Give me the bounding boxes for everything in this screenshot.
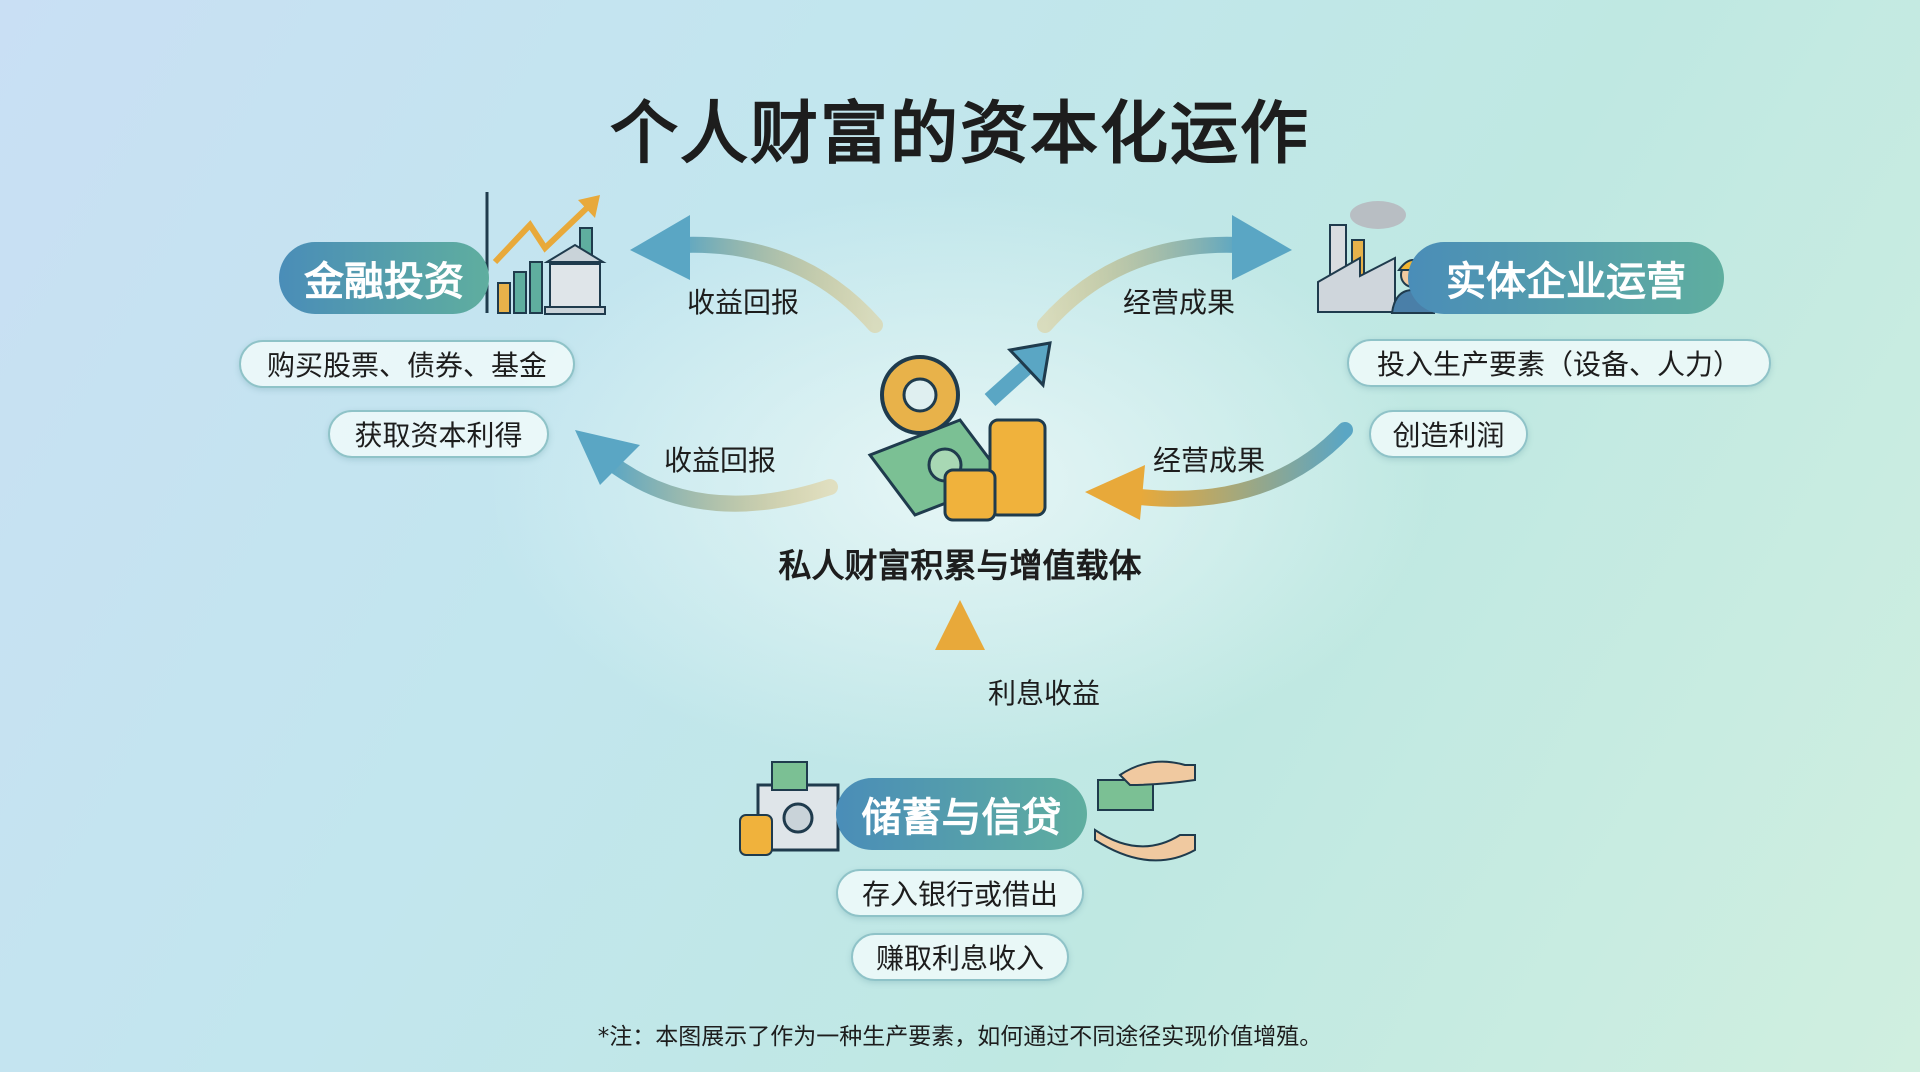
enterprise-item-profit: 创造利润 — [1369, 410, 1528, 458]
finance-item-gain: 获取资本利得 — [328, 410, 549, 458]
finance-arrow-top-label: 收益回报 — [686, 286, 800, 319]
finance-item-buy: 购买股票、债券、基金 — [239, 340, 575, 388]
savings-credit-pill: 储蓄与信贷 — [836, 778, 1087, 850]
arrow-finance-bottom — [575, 430, 838, 512]
center-label: 私人财富积累与增值载体 — [778, 546, 1142, 585]
enterprise-arrow-bottom-label: 经营成果 — [1152, 444, 1266, 477]
lending-hands-icon — [1094, 760, 1196, 862]
page-title: 个人财富的资本化运作 — [609, 95, 1310, 174]
savings-arrow-label: 利息收益 — [987, 677, 1101, 710]
bank-deposit-icon — [739, 761, 840, 856]
savings-item-deposit: 存入银行或借出 — [836, 869, 1084, 917]
savings-item-interest: 赚取利息收入 — [851, 933, 1069, 981]
finance-arrow-bottom-label: 收益回报 — [663, 444, 777, 477]
enterprise-item-input: 投入生产要素（设备、人力） — [1347, 339, 1771, 387]
footnote: *注：本图展示了作为一种生产要素，如何通过不同途径实现价值增殖。 — [597, 1024, 1323, 1050]
arrow-enterprise-bottom — [1085, 422, 1353, 520]
arrow-enterprise-top — [1037, 215, 1292, 333]
stock-chart-bank-icon — [485, 192, 607, 315]
arrow-savings-up — [935, 600, 985, 755]
money-coins-gear-growth-icon — [867, 341, 1052, 522]
arrow-finance-top — [630, 215, 883, 333]
enterprise-operation-pill: 实体企业运营 — [1408, 242, 1724, 314]
finance-investment-pill: 金融投资 — [279, 242, 489, 314]
enterprise-arrow-top-label: 经营成果 — [1122, 286, 1236, 319]
